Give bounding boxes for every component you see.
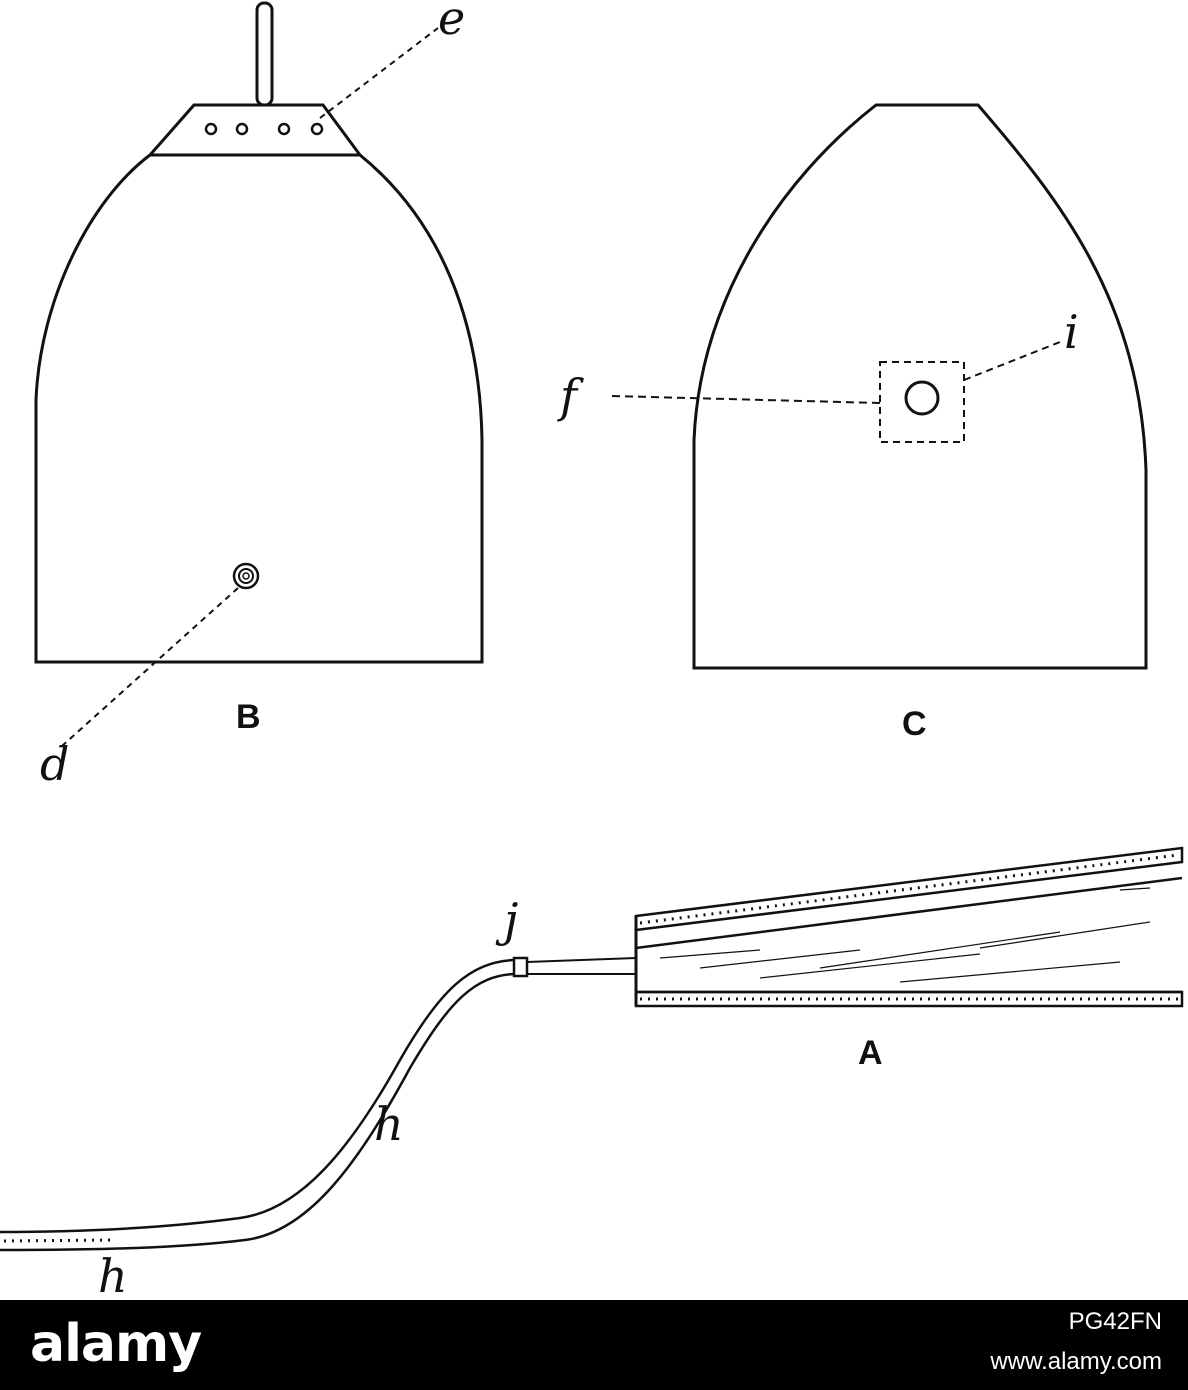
bell-b-spout: [255, 1, 274, 107]
bell-b-hole: [310, 122, 324, 136]
horn-a-stem: [526, 957, 637, 975]
panel-label-a: A: [858, 1034, 883, 1072]
tube-h-upper-edge: [0, 958, 515, 1234]
bell-b-hole: [235, 122, 249, 136]
diagram-svg: B C A e d f i j h h: [0, 0, 1184, 1303]
part-letter-d: d: [40, 737, 69, 791]
bell-b-fitting: [238, 568, 254, 584]
bell-b-hole: [277, 122, 291, 136]
brand-logo: alamy: [30, 1314, 202, 1374]
part-letter-j: j: [495, 893, 518, 947]
bell-b-body: [34, 103, 484, 664]
part-letter-i: i: [1064, 305, 1079, 359]
leader-i: [963, 341, 1061, 381]
bell-c-plate: [879, 361, 965, 443]
panel-label-c: C: [902, 705, 927, 743]
bell-b-hole: [204, 122, 218, 136]
bell-b: [34, 1, 484, 747]
panel-label-b: B: [236, 698, 261, 736]
horn-a: [0, 846, 1184, 1252]
watermark-footer: alamy PG42FN www.alamy.com: [0, 1300, 1188, 1390]
tube-h-lower-edge: [0, 972, 515, 1252]
bell-c-hole: [904, 380, 940, 416]
bell-c-body: [692, 103, 1148, 670]
bell-c: [611, 103, 1148, 670]
bell-b-fitting: [242, 572, 250, 580]
horn-a-bottom-wall: [634, 990, 1184, 1008]
joint-j: [512, 956, 529, 978]
image-code: PG42FN: [1068, 1308, 1162, 1335]
part-letter-h-upper: h: [374, 1097, 404, 1151]
diagram-figure: B C A e d f i j h h: [0, 0, 1184, 1303]
part-letter-h-lower: h: [98, 1249, 128, 1300]
leader-e: [319, 27, 439, 119]
leader-f: [611, 395, 881, 404]
horn-a-hatching: [659, 887, 1151, 983]
horn-a-inner-top: [635, 876, 1183, 950]
part-letter-f: f: [557, 369, 584, 423]
part-letter-e: e: [438, 0, 465, 45]
site-url: www.alamy.com: [990, 1348, 1162, 1375]
tube-h-dots: [3, 1238, 111, 1243]
bell-b-fitting: [232, 562, 260, 590]
